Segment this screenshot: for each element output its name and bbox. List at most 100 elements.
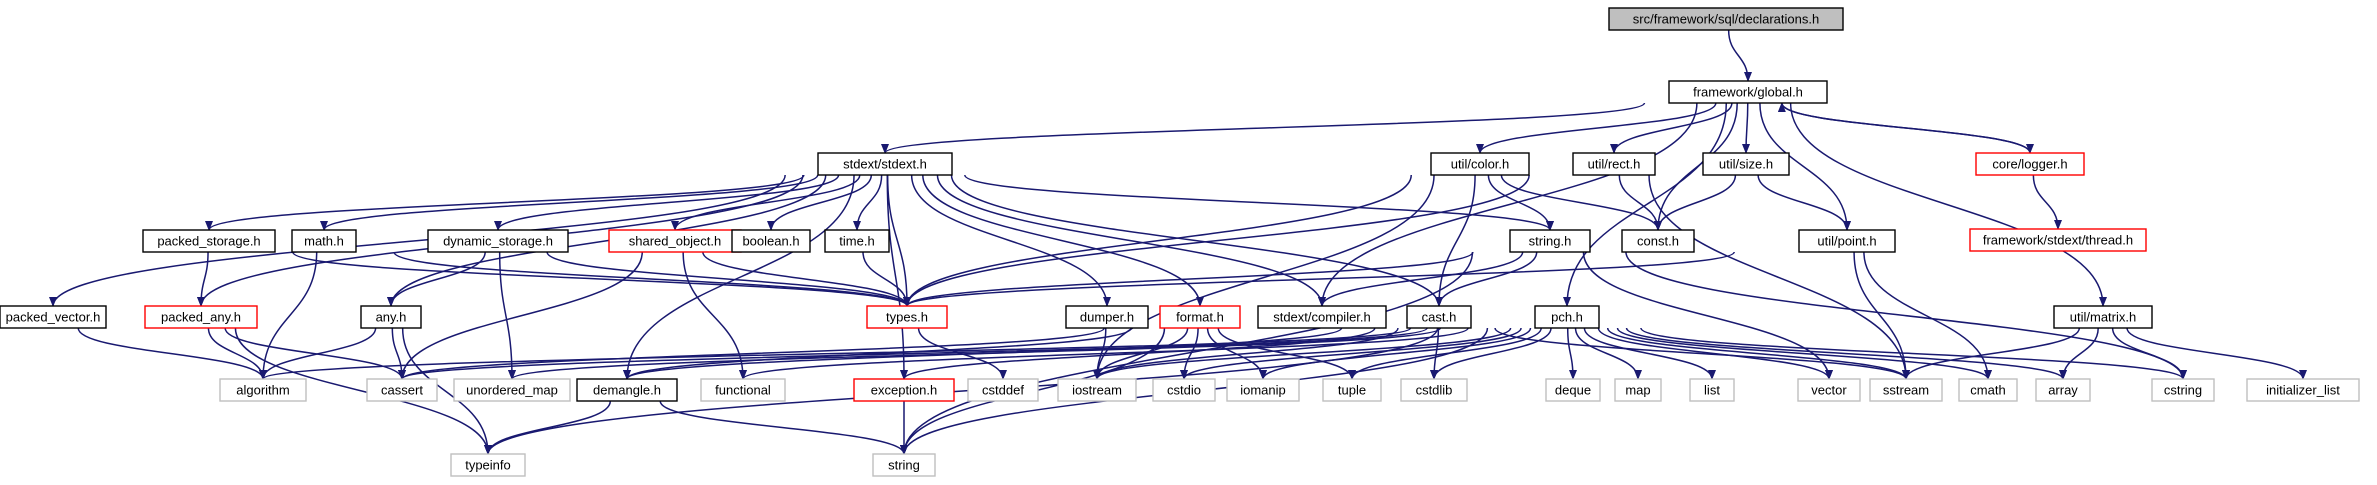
node-any[interactable]: any.h	[360, 305, 422, 329]
node-label-compiler: stdext/compiler.h	[1273, 310, 1371, 325]
node-box-cmath	[1958, 378, 2018, 402]
node-cstdio[interactable]: cstdio	[1152, 378, 1216, 402]
node-label-cstdio: cstdio	[1167, 383, 1201, 398]
node-pch[interactable]: pch.h	[1534, 305, 1600, 329]
edge-shared_object-to-functional	[682, 251, 747, 380]
node-box-cstdio	[1152, 378, 1216, 402]
node-rect[interactable]: util/rect.h	[1572, 152, 1656, 176]
node-format[interactable]: format.h	[1159, 305, 1241, 329]
node-box-matrix	[2053, 305, 2153, 329]
node-box-math	[291, 229, 357, 253]
node-box-array	[2035, 378, 2091, 402]
node-label-dynamic_storage: dynamic_storage.h	[443, 234, 553, 249]
node-box-string_h	[1509, 229, 1591, 253]
node-iomanip[interactable]: iomanip	[1226, 378, 1300, 402]
node-box-list	[1689, 378, 1735, 402]
edge-color-to-iostream	[1093, 174, 1435, 380]
node-dynamic_storage[interactable]: dynamic_storage.h	[427, 229, 569, 253]
node-functional[interactable]: functional	[700, 378, 786, 402]
node-algorithm[interactable]: algorithm	[219, 378, 307, 402]
edge-packed_storage-to-types	[292, 251, 911, 307]
node-dumper[interactable]: dumper.h	[1065, 305, 1149, 329]
node-cast[interactable]: cast.h	[1406, 305, 1472, 329]
edge-color-to-types	[903, 174, 1412, 307]
node-cmath[interactable]: cmath	[1958, 378, 2018, 402]
edge-pch-to-functional	[739, 327, 1469, 380]
node-box-dumper	[1065, 305, 1149, 329]
node-unordered_map[interactable]: unordered_map	[453, 378, 571, 402]
node-exception[interactable]: exception.h	[853, 378, 955, 402]
node-tuple[interactable]: tuple	[1322, 378, 1382, 402]
node-boolean[interactable]: boolean.h	[731, 229, 811, 253]
edge-any-to-cassert	[391, 327, 406, 380]
node-map[interactable]: map	[1614, 378, 1662, 402]
node-global[interactable]: framework/global.h	[1668, 80, 1828, 104]
edge-size-to-const	[1654, 174, 1737, 231]
node-typeinfo[interactable]: typeinfo	[450, 453, 526, 477]
node-thread[interactable]: framework/stdext/thread.h	[1969, 228, 2147, 252]
node-string_h[interactable]: string.h	[1509, 229, 1591, 253]
node-types[interactable]: types.h	[866, 305, 948, 329]
node-label-dumper: dumper.h	[1080, 310, 1134, 325]
node-size[interactable]: util/size.h	[1702, 152, 1790, 176]
edge-color-to-cast	[1435, 174, 1476, 307]
node-label-tuple: tuple	[1338, 383, 1366, 398]
edge-rect-to-sstream	[1648, 174, 1910, 380]
node-sstream[interactable]: sstream	[1869, 378, 1943, 402]
node-color[interactable]: util/color.h	[1430, 152, 1530, 176]
node-string[interactable]: string	[872, 453, 936, 477]
node-box-boolean	[731, 229, 811, 253]
node-packed_any[interactable]: packed_any.h	[144, 305, 258, 329]
edge-shared_object-to-cassert	[398, 251, 643, 380]
node-box-types	[866, 305, 948, 329]
node-point[interactable]: util/point.h	[1798, 229, 1896, 253]
node-packed_storage[interactable]: packed_storage.h	[142, 229, 276, 253]
node-math[interactable]: math.h	[291, 229, 357, 253]
edge-pch-to-algorithm	[259, 327, 1412, 380]
node-box-const	[1621, 229, 1695, 253]
node-box-iomanip	[1226, 378, 1300, 402]
node-box-color	[1430, 152, 1530, 176]
edge-stdext-to-packed_storage	[205, 174, 805, 231]
node-cassert[interactable]: cassert	[366, 378, 438, 402]
node-time[interactable]: time.h	[824, 229, 890, 253]
edge-stdext-to-types	[886, 174, 911, 307]
node-shared_object[interactable]: shared_object.h	[608, 229, 742, 253]
node-box-cstddef	[967, 378, 1039, 402]
node-deque[interactable]: deque	[1545, 378, 1601, 402]
edge-global-to-point	[1759, 102, 1851, 231]
node-compiler[interactable]: stdext/compiler.h	[1257, 305, 1387, 329]
node-cstring[interactable]: cstring	[2151, 378, 2215, 402]
node-logger[interactable]: core/logger.h	[1975, 152, 2085, 176]
edge-logger-to-thread	[2032, 174, 2062, 230]
node-vector[interactable]: vector	[1797, 378, 1861, 402]
node-cstddef[interactable]: cstddef	[967, 378, 1039, 402]
file-nodes: src/framework/sql/declarations.hframewor…	[0, 7, 2360, 477]
node-list[interactable]: list	[1689, 378, 1735, 402]
node-cstdlib[interactable]: cstdlib	[1400, 378, 1468, 402]
edge-pch-to-typeinfo	[484, 327, 1439, 455]
edge-demangle-to-typeinfo	[484, 400, 612, 455]
node-array[interactable]: array	[2035, 378, 2091, 402]
node-box-point	[1798, 229, 1896, 253]
node-demangle[interactable]: demangle.h	[576, 378, 678, 402]
node-packed_vector[interactable]: packed_vector.h	[0, 305, 107, 329]
node-label-types: types.h	[886, 310, 928, 325]
node-initializer_list[interactable]: initializer_list	[2246, 378, 2360, 402]
node-box-stdext	[817, 152, 953, 176]
node-label-time: time.h	[839, 234, 874, 249]
node-box-rect	[1572, 152, 1656, 176]
node-stdext[interactable]: stdext/stdext.h	[817, 152, 953, 176]
node-label-array: array	[2048, 383, 2078, 398]
node-label-boolean: boolean.h	[742, 234, 799, 249]
node-box-dynamic_storage	[427, 229, 569, 253]
node-iostream[interactable]: iostream	[1057, 378, 1137, 402]
node-label-cmath: cmath	[1970, 383, 2005, 398]
node-matrix[interactable]: util/matrix.h	[2053, 305, 2153, 329]
edge-global-to-color	[1476, 102, 1717, 154]
node-const[interactable]: const.h	[1621, 229, 1695, 253]
edge-point-to-sstream	[1853, 251, 1910, 380]
edge-rect-to-types	[903, 174, 1530, 307]
node-label-format: format.h	[1176, 310, 1224, 325]
node-label-packed_vector: packed_vector.h	[6, 310, 101, 325]
